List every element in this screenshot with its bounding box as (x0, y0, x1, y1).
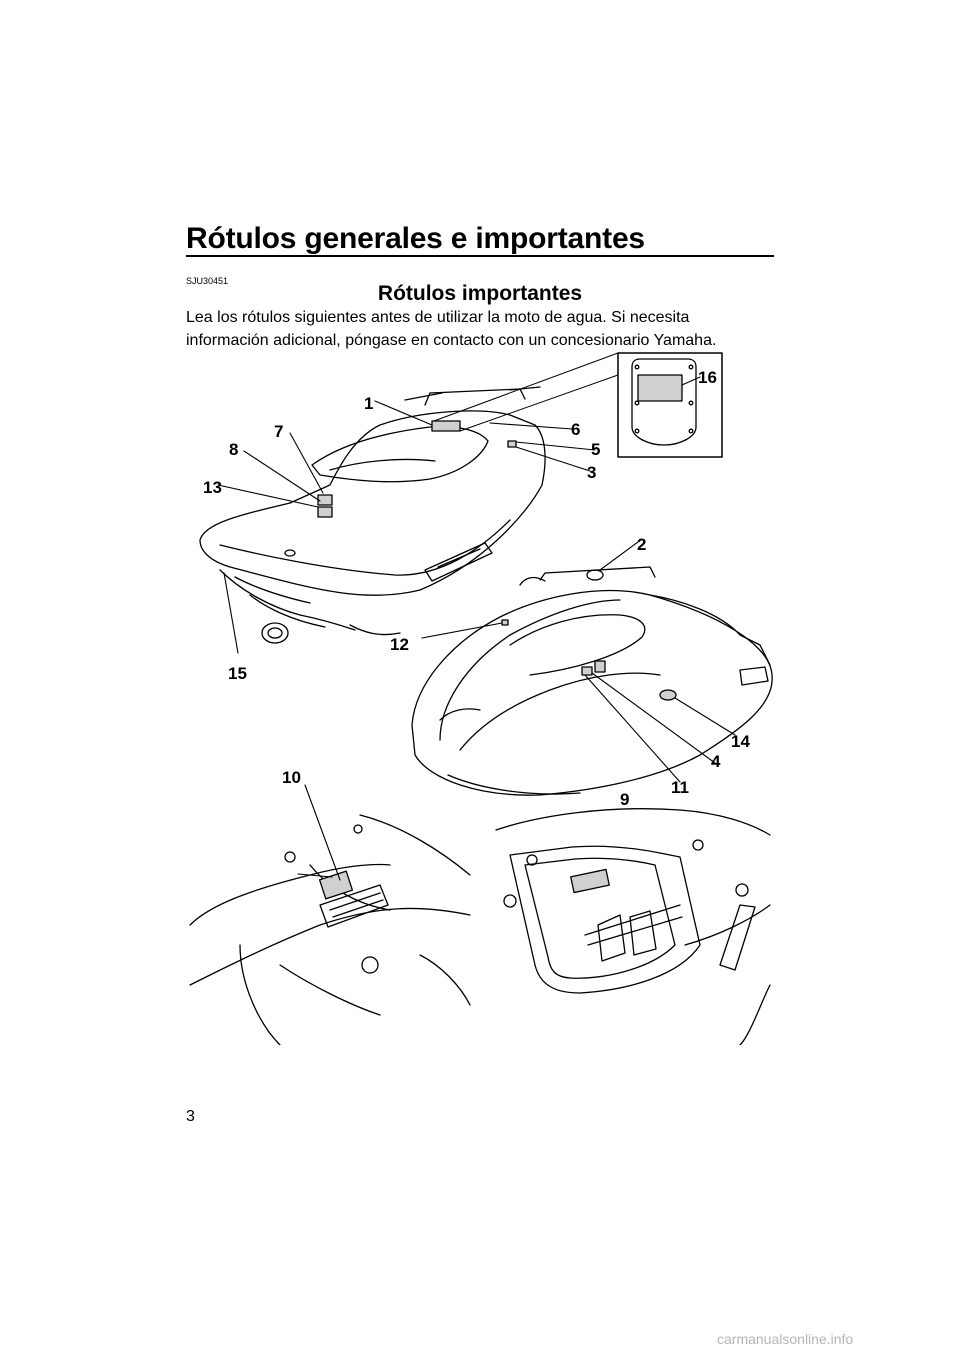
page-number: 3 (186, 1108, 195, 1125)
intro-paragraph: Lea los rótulos siguientes antes de util… (186, 309, 717, 349)
callout-12: 12 (390, 635, 409, 654)
callout-numbers: 1 2 3 4 5 6 7 8 9 10 11 12 13 14 15 16 (203, 368, 750, 809)
storage-compartment-right (495, 808, 771, 1045)
label-locations-illustration: 1 2 3 4 5 6 7 8 9 10 11 12 13 14 15 16 (189, 352, 773, 1045)
callout-9: 9 (620, 790, 629, 809)
callout-15: 15 (228, 664, 247, 683)
callout-5: 5 (591, 440, 600, 459)
callout-3: 3 (587, 463, 596, 482)
callout-13: 13 (203, 478, 222, 497)
callout-1: 1 (364, 394, 373, 413)
front-view-drawing (411, 566, 773, 796)
page-title: Rótulos generales e importantes (186, 222, 645, 255)
callout-14: 14 (731, 732, 750, 751)
engine-compartment-left (189, 814, 471, 1045)
callout-6: 6 (571, 420, 580, 439)
title-rule (186, 255, 774, 257)
watermark: carmanualsonline.info (717, 1331, 854, 1347)
callout-7: 7 (274, 422, 283, 441)
callout-10: 10 (282, 768, 301, 787)
leader-lines (217, 376, 736, 881)
callout-2: 2 (637, 535, 646, 554)
callout-4: 4 (711, 752, 721, 771)
inset-detail (433, 352, 723, 458)
callout-8: 8 (229, 440, 238, 459)
section-heading: Rótulos importantes (377, 282, 583, 305)
section-code: SJU30451 (186, 276, 229, 286)
callout-11: 11 (671, 778, 689, 797)
rear-view-drawing (199, 386, 546, 644)
callout-16: 16 (698, 368, 717, 387)
